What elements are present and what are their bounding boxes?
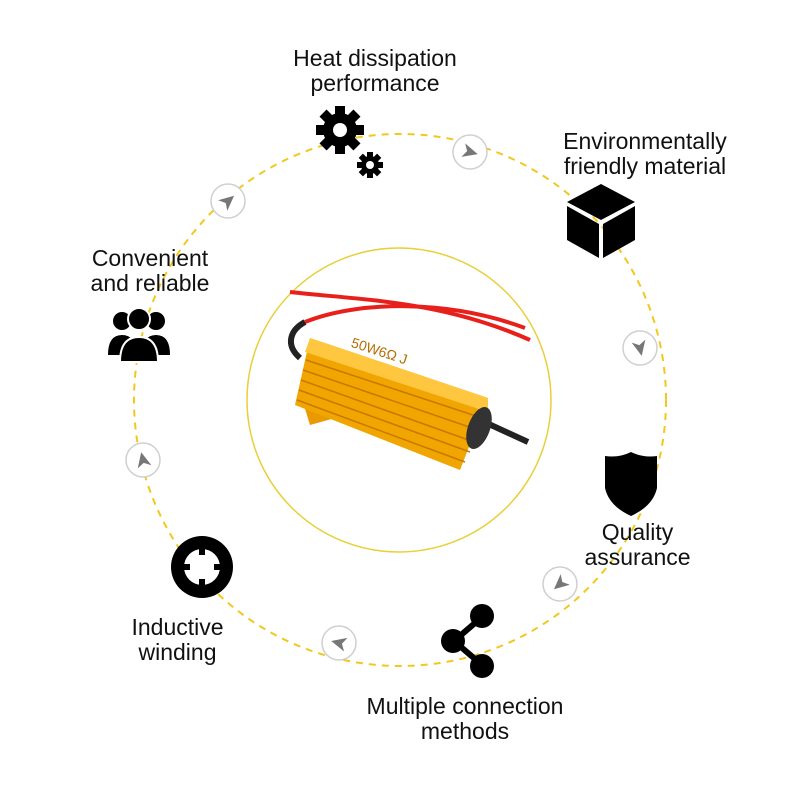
ring-gear-icon [171, 536, 233, 598]
gears-icon [316, 106, 383, 178]
feature-label-line2: assurance [584, 544, 691, 570]
feature-label-line1: Heat dissipation [293, 45, 457, 71]
dashed-ring [133, 133, 667, 667]
resistor-image: 50W6Ω J [288, 290, 531, 470]
arrow-node-icon [321, 625, 357, 661]
feature-label-line2: performance [310, 70, 440, 96]
feature-label-line1: Environmentally [563, 128, 727, 154]
feature-label-line1: Convenient [91, 245, 209, 271]
arrow-node-icon [542, 566, 578, 602]
feature-label-line2: methods [420, 718, 510, 744]
feature-label-line2: winding [138, 639, 217, 665]
users-icon [108, 307, 170, 363]
arrow-node-icon [452, 134, 488, 170]
share-icon [441, 604, 494, 678]
arrow-node-icon [622, 330, 658, 366]
feature-label-line1: Inductive [131, 614, 224, 640]
cube-icon [567, 184, 635, 258]
shield-icon [605, 452, 657, 516]
feature-label-line1: Quality [601, 519, 674, 545]
feature-label-line2: and reliable [90, 270, 210, 296]
feature-label-line1: Multiple connection [366, 693, 564, 719]
arrow-node-icon [125, 442, 161, 478]
feature-label-line2: friendly material [563, 153, 727, 179]
arrow-node-icon [210, 183, 246, 219]
